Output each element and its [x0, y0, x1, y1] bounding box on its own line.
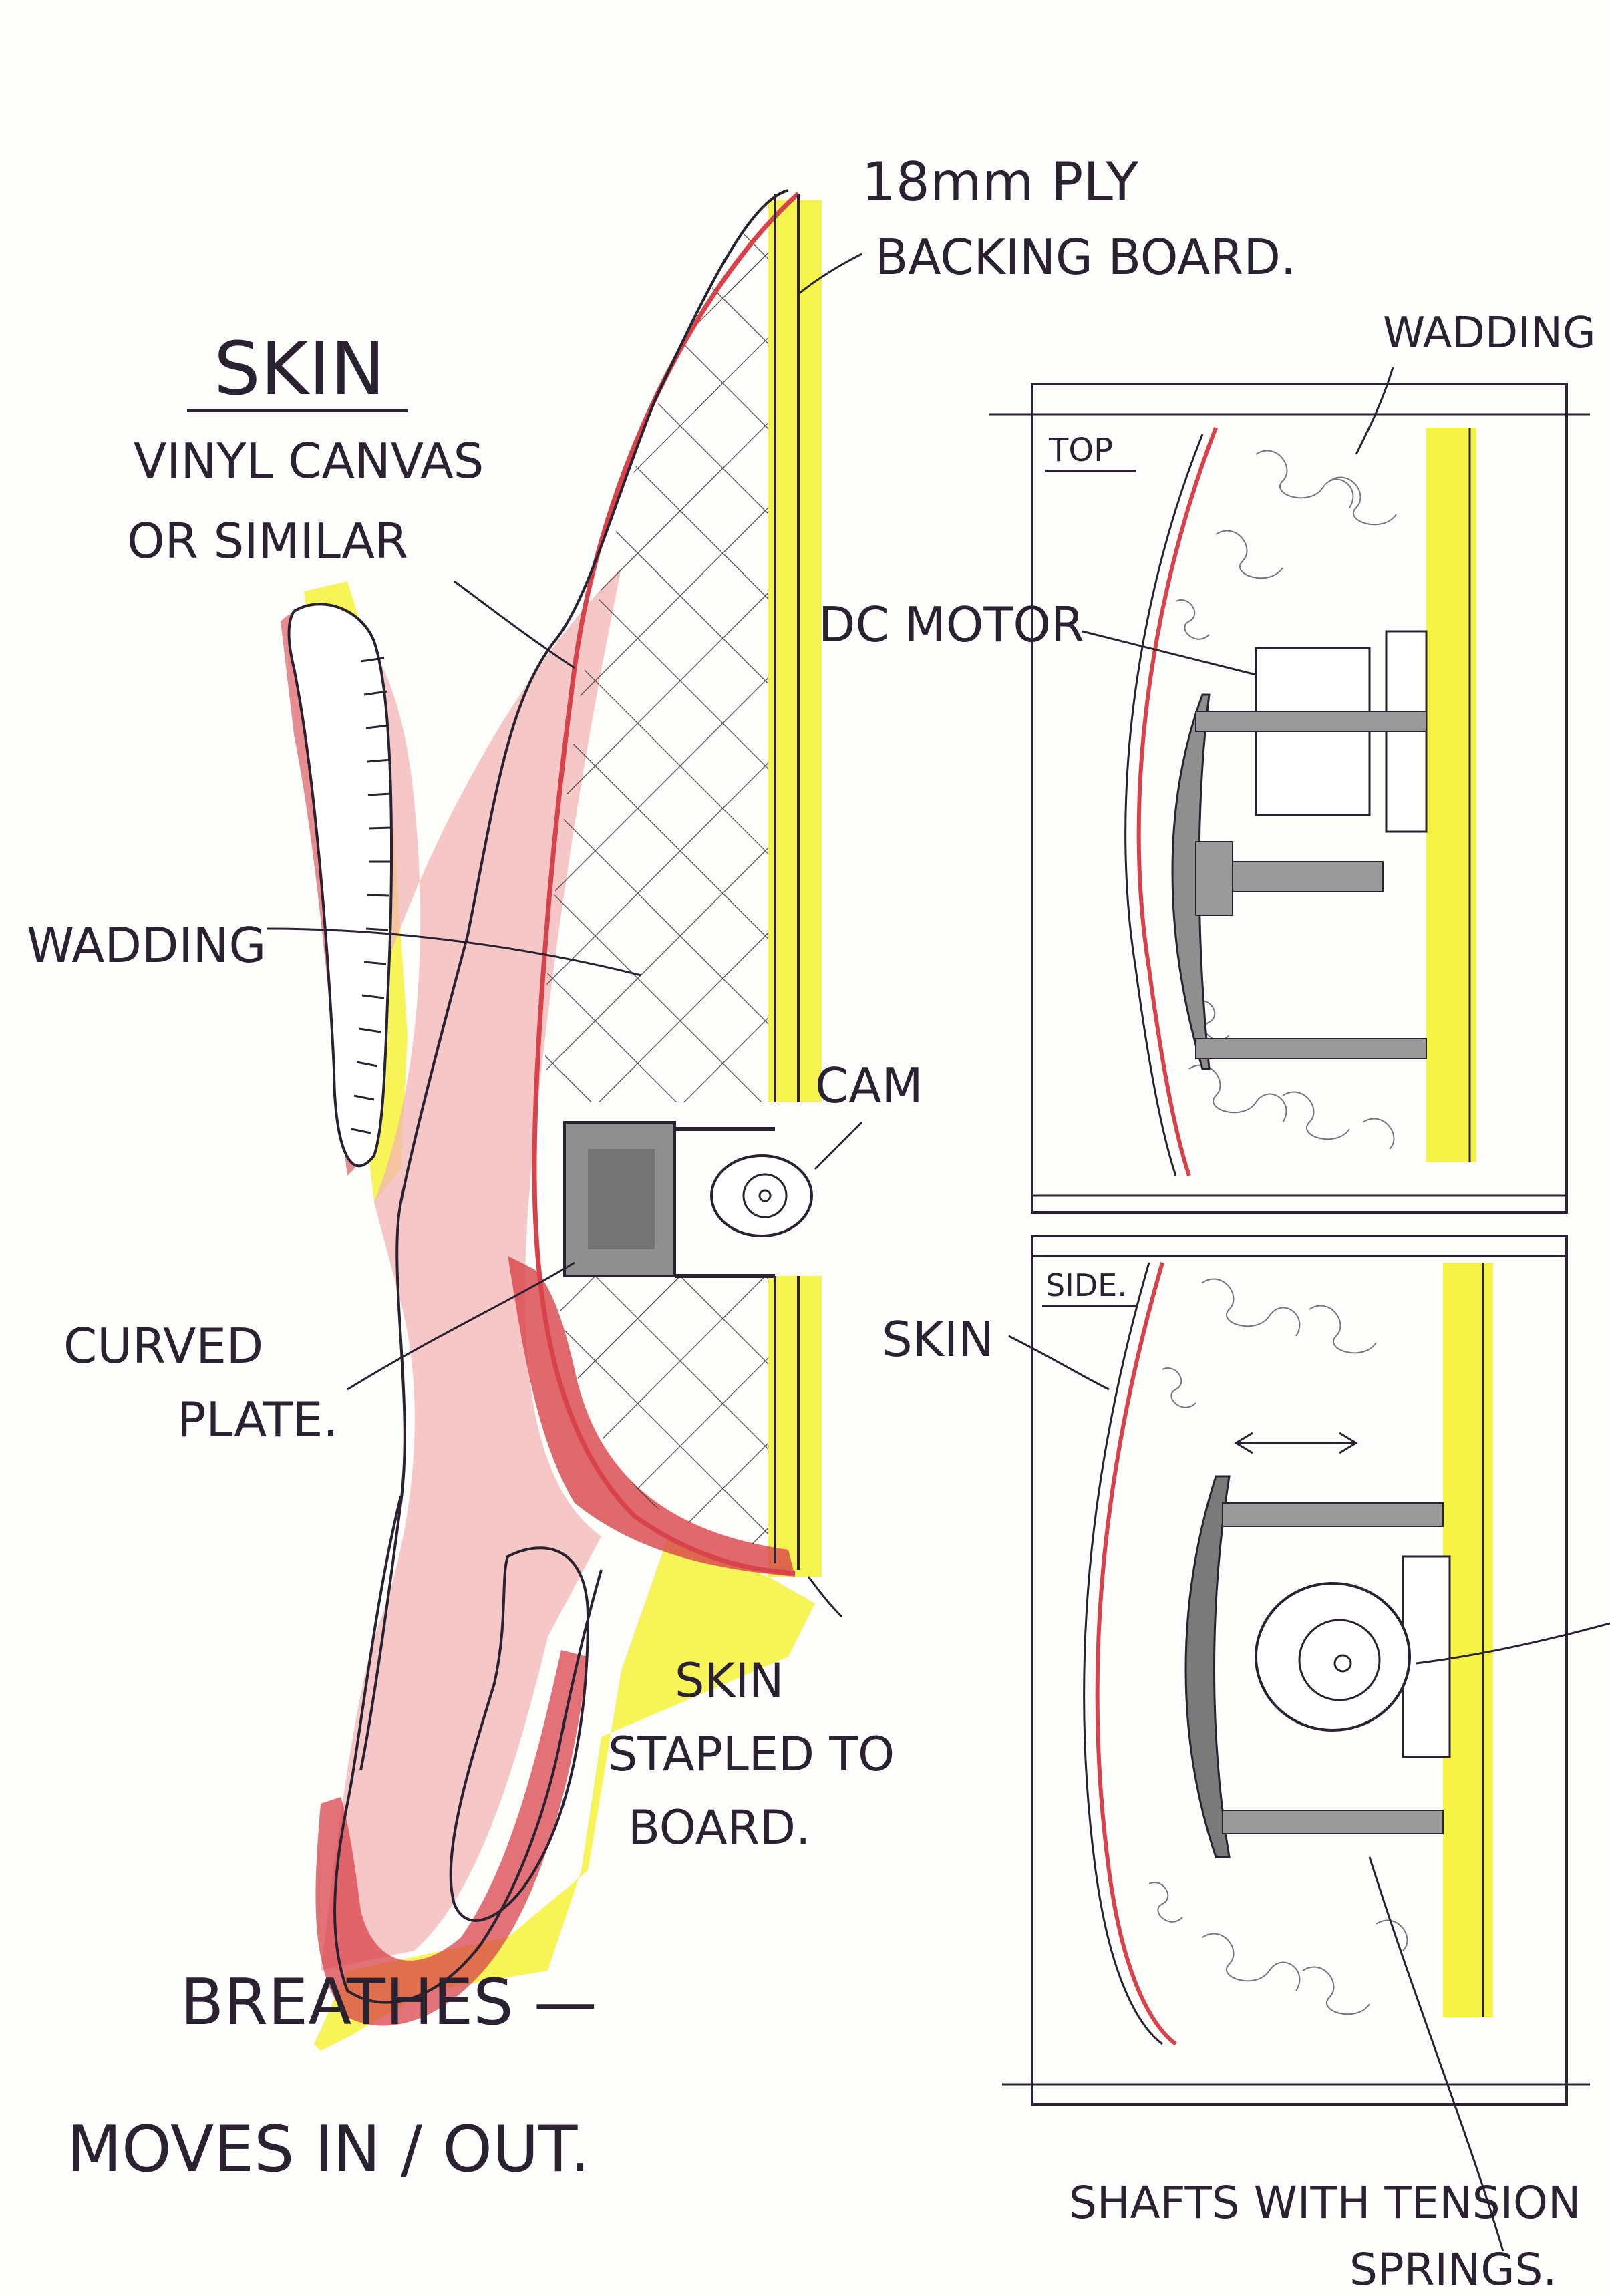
side-view-wadding-scribbles: [1148, 1278, 1408, 2015]
top-view-panel: [989, 367, 1590, 1214]
skin-outline-red: [532, 192, 800, 1576]
top-view-curved-plate: [1171, 693, 1211, 1070]
side-view-board-yellow: [1443, 1263, 1493, 2017]
label-curved-plate-2: PLATE.: [177, 1391, 338, 1448]
side-view-panel: [1002, 1235, 1610, 2252]
wadding-hatched-area: [544, 200, 768, 1102]
top-view-shaft-top: [1195, 711, 1427, 732]
label-stapled-1: SKIN: [675, 1653, 784, 1708]
wadding-hatched-lower: [554, 1276, 768, 1550]
side-view-skin-ink: [1083, 1262, 1163, 2045]
leader-wadding: [267, 927, 642, 977]
top-view-leader-motor: [1082, 630, 1257, 676]
backing-board-yellow-lower: [768, 1276, 822, 1577]
skin-red-lower: [508, 1256, 795, 1577]
main-cross-section: [267, 189, 863, 2051]
curved-plate-inner: [588, 1149, 655, 1249]
label-skin-desc-1: VINYL CANVAS: [134, 433, 484, 489]
side-view-frame: [1031, 1235, 1568, 2106]
side-view-leader-cam: [1416, 1622, 1610, 1665]
label-backing-2: BACKING BOARD.: [875, 229, 1296, 285]
label-curved-plate-1: CURVED: [63, 1318, 263, 1374]
side-view-leader-shafts: [1368, 1856, 1504, 2252]
side-view-cam-middle: [1298, 1619, 1381, 1701]
side-view-shaft-top: [1222, 1502, 1444, 1527]
skin-outline-ink: [359, 189, 789, 1771]
hand-outline: [449, 1546, 590, 1922]
label-skin-title: SKIN: [214, 326, 385, 412]
side-view-shaft-bottom: [1222, 1810, 1444, 1834]
leader-lines: [267, 253, 863, 1618]
label-dc-motor: DC MOTOR: [818, 597, 1084, 653]
top-view-skin-red: [1136, 426, 1218, 1176]
side-view-cam-center: [1333, 1654, 1352, 1673]
label-backing-1: 18mm PLY: [862, 151, 1139, 213]
label-skin-right: SKIN: [882, 1311, 994, 1367]
arm-outline: [333, 1496, 603, 2004]
leader-stapled: [807, 1576, 843, 1618]
top-view-cam-block: [1195, 841, 1233, 916]
label-moves: MOVES IN / OUT.: [67, 2113, 590, 2186]
top-view-wadding-scribbles: [1175, 450, 1397, 1150]
cam-center: [758, 1189, 772, 1202]
text-labels: SKIN VINYL CANVAS OR SIMILAR 18mm PLY BA…: [27, 151, 1595, 2295]
top-view-shaft-bottom: [1195, 1038, 1427, 1059]
side-view-cam-outer: [1255, 1582, 1411, 1732]
label-stapled-3: BOARD.: [628, 1800, 810, 1855]
leader-cam: [814, 1121, 863, 1170]
top-view-skin-ink: [1124, 434, 1204, 1176]
leader-backing: [798, 253, 862, 295]
side-view-motion-arrow: [1234, 1432, 1358, 1454]
backing-board-yellow-upper: [768, 200, 822, 1102]
label-wadding-left: WADDING: [27, 917, 266, 973]
side-view-skin-red: [1095, 1262, 1177, 2046]
label-side-view: SIDE.: [1045, 1267, 1127, 1303]
side-view-leader-skin: [1008, 1335, 1110, 1391]
cam-middle: [742, 1173, 788, 1218]
head-tick-marks: [351, 657, 392, 1134]
label-top-view: TOP: [1048, 432, 1113, 469]
top-view-frame: [1031, 383, 1568, 1214]
label-wadding-top-right: WADDING: [1383, 309, 1595, 358]
leader-curved-plate: [347, 1261, 575, 1391]
label-shafts-1: SHAFTS WITH TENSION: [1069, 2177, 1581, 2229]
label-cam: CAM: [815, 1057, 923, 1114]
label-breathes: BREATHES —: [180, 1966, 597, 2039]
leader-skin: [454, 580, 575, 669]
label-shafts-2: SPRINGS.: [1349, 2244, 1557, 2295]
cam-outer: [710, 1154, 813, 1237]
top-view-leader-wadding: [1355, 367, 1394, 455]
head-outline: [287, 603, 393, 1168]
top-view-board-yellow: [1426, 428, 1476, 1162]
label-stapled-2: STAPLED TO: [608, 1727, 895, 1782]
label-skin-desc-2: OR SIMILAR: [127, 513, 408, 569]
side-view-curved-plate: [1184, 1475, 1231, 1858]
yellow-highlight-arm: [314, 1536, 815, 2051]
